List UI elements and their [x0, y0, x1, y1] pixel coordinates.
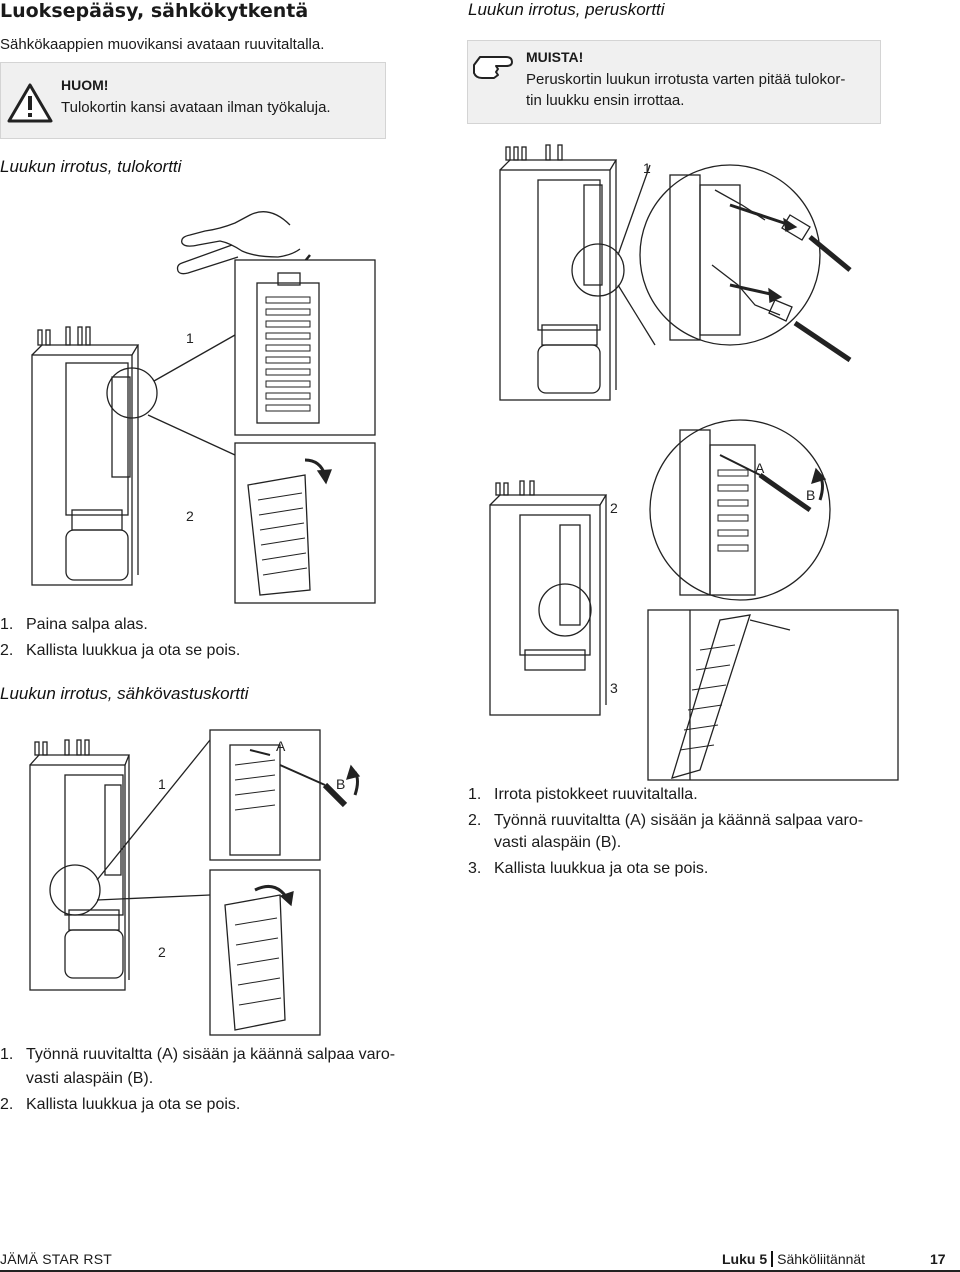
sahkovastus-label-a: A — [276, 738, 286, 754]
step-text: Työnnä ruuvitaltta (A) sisään ja käännä … — [26, 1046, 396, 1063]
peruskortti-label-3: 3 — [610, 680, 618, 696]
warning-box: HUOM! Tulokortin kansi avataan ilman työ… — [0, 62, 386, 139]
step-number: 2. — [0, 1096, 14, 1113]
peruskortti-label-2: 2 — [610, 500, 618, 516]
figure-sahkovastuskortti — [29, 729, 361, 1036]
tulokortti-label-1: 1 — [186, 330, 194, 346]
step-number: 1. — [468, 786, 482, 803]
step-text: vasti alaspäin (B). — [494, 834, 622, 851]
heading-tulokortti: Luukun irrotus, tulokortti — [0, 157, 182, 176]
peruskortti-step-2: 2. Työnnä ruuvitaltta (A) sisään ja käänn… — [468, 810, 863, 832]
warning-title: HUOM! — [61, 77, 109, 93]
peruskortti-step-2-cont: vasti alaspäin (B). — [494, 832, 621, 854]
footer-chapter: Luku 5 Sähköliitännät — [722, 1251, 865, 1267]
footer-rule — [0, 1270, 960, 1272]
sahkovastus-step-2: 2. Kallista luukkua ja ota se pois. — [0, 1094, 240, 1116]
figure-peruskortti — [489, 144, 852, 716]
step-number: 3. — [468, 860, 482, 877]
step-number: 1. — [0, 1046, 14, 1063]
heading-peruskortti: Luukun irrotus, peruskortti — [468, 0, 665, 19]
sahkovastus-label-1: 1 — [158, 776, 166, 792]
sahkovastus-step-1: 1. Työnnä ruuvitaltta (A) sisään ja käänn… — [0, 1044, 395, 1066]
peruskortti-label-1: 1 — [643, 160, 651, 176]
step-text: Kallista luukkua ja ota se pois. — [26, 1096, 241, 1113]
sahkovastus-label-2: 2 — [158, 944, 166, 960]
step-text: Kallista luukkua ja ota se pois. — [26, 642, 241, 659]
sahkovastus-step-1-cont: vasti alaspäin (B). — [26, 1068, 153, 1090]
tulokortti-step-1: 1. Paina salpa alas. — [0, 614, 148, 636]
chapter-name: Sähköliitännät — [777, 1251, 866, 1267]
warning-text: Tulokortin kansi avataan ilman työkaluja… — [61, 99, 331, 116]
tulokortti-step-2: 2. Kallista luukkua ja ota se pois. — [0, 640, 240, 662]
step-text: vasti alaspäin (B). — [26, 1070, 154, 1087]
figure-peruskortti-detail3 — [647, 609, 899, 781]
tulokortti-label-2: 2 — [186, 508, 194, 524]
reminder-title: MUISTA! — [526, 49, 584, 65]
peruskortti-step-1: 1. Irrota pistokkeet ruuvitaltalla. — [468, 784, 698, 806]
reminder-line1: Peruskortin luukun irrotusta varten pitä… — [526, 71, 846, 88]
warning-triangle-icon — [7, 83, 53, 123]
sahkovastus-label-b: B — [336, 776, 346, 792]
peruskortti-label-b: B — [806, 487, 816, 503]
step-text: Työnnä ruuvitaltta (A) sisään ja käännä … — [494, 812, 864, 829]
page-title: Luoksepääsy, sähkökytkentä — [0, 0, 309, 22]
heading-sahkovastuskortti: Luukun irrotus, sähkövastuskortti — [0, 684, 249, 703]
peruskortti-step-3: 3. Kallista luukkua ja ota se pois. — [468, 858, 708, 880]
step-text: Irrota pistokkeet ruuvitaltalla. — [494, 786, 698, 803]
step-number: 2. — [0, 642, 14, 659]
step-text: Kallista luukkua ja ota se pois. — [494, 860, 709, 877]
pointing-hand-icon — [473, 56, 513, 79]
step-number: 2. — [468, 812, 482, 829]
peruskortti-label-a: A — [755, 460, 765, 476]
reminder-line2: tin luukku ensin irrottaa. — [526, 92, 685, 109]
intro-text: Sähkökaappien muovikansi avataan ruuvita… — [0, 36, 325, 53]
figure-tulokortti — [31, 211, 376, 604]
page-number: 17 — [930, 1251, 946, 1267]
reminder-box: MUISTA! Peruskortin luukun irrotusta var… — [467, 40, 881, 124]
step-text: Paina salpa alas. — [26, 616, 148, 633]
chapter-label: Luku 5 — [722, 1251, 768, 1267]
footer-brand: JÄMÄ STAR RST — [0, 1251, 113, 1267]
chapter-separator — [771, 1251, 774, 1267]
step-number: 1. — [0, 616, 14, 633]
